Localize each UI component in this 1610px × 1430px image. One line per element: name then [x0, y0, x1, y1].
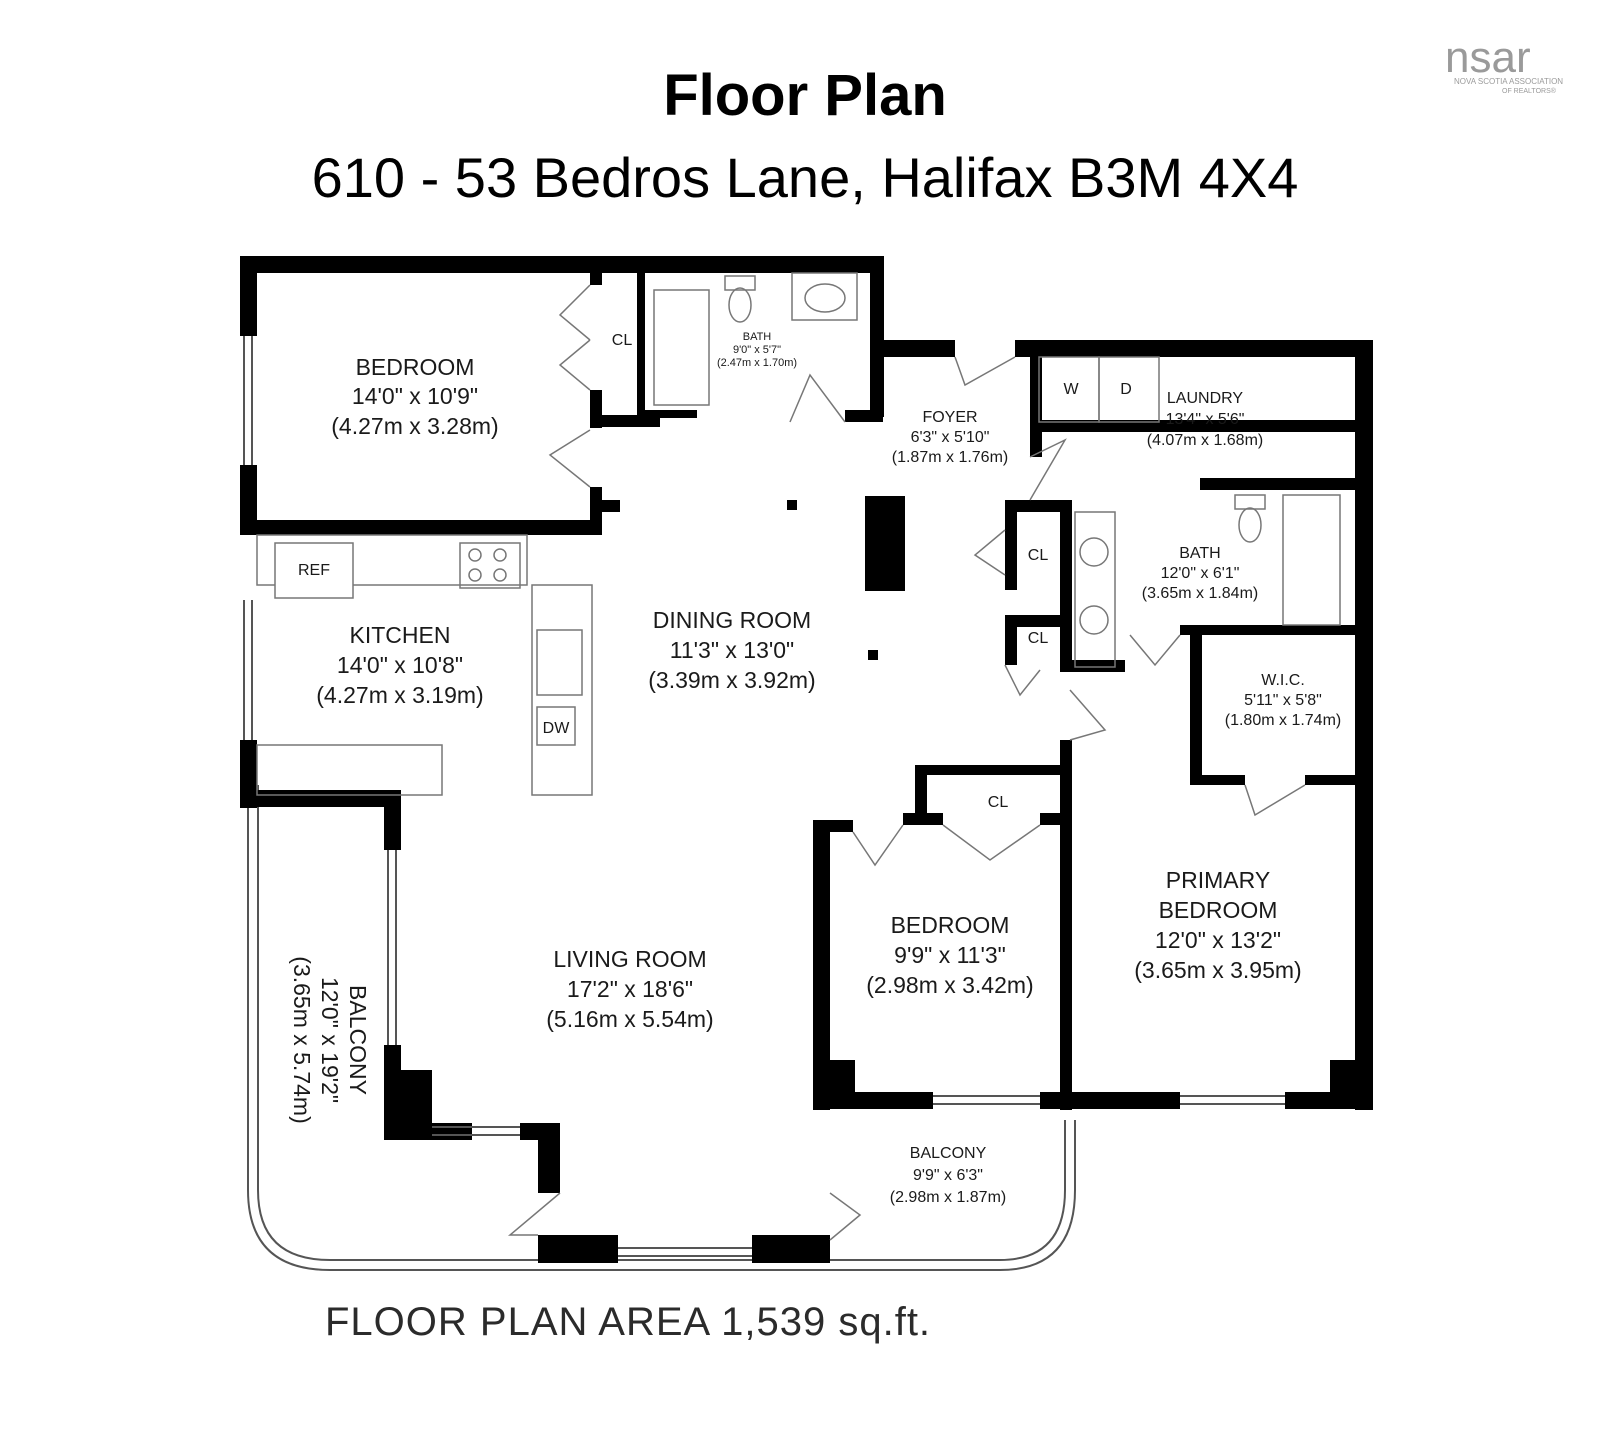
- door-swings: [507, 284, 1306, 1241]
- bath1-name: BATH: [743, 331, 772, 343]
- primary-name-2: BEDROOM: [1159, 897, 1278, 923]
- logo-wordmark: nsar: [1445, 33, 1531, 82]
- windows: [243, 336, 1285, 1257]
- closet-label-bedroom1: CL: [612, 332, 633, 349]
- living-name: LIVING ROOM: [553, 946, 706, 972]
- balcony-front-imperial: 9'9" x 6'3": [913, 1167, 983, 1184]
- laundry-imperial: 13'4" x 5'6": [1166, 411, 1245, 428]
- walls: [240, 256, 1373, 1263]
- closet-label-bedroom2: CL: [988, 794, 1009, 811]
- logo-tagline-1: NOVA SCOTIA ASSOCIATION: [1454, 77, 1563, 86]
- primary-metric: (3.65m x 3.95m): [1134, 957, 1301, 983]
- bath2-metric: (3.65m x 1.84m): [1142, 585, 1258, 602]
- foyer-metric: (1.87m x 1.76m): [892, 449, 1008, 466]
- page-title: Floor Plan: [663, 63, 947, 128]
- primary-imperial: 12'0" x 13'2": [1155, 927, 1281, 953]
- bedroom1-name: BEDROOM: [356, 354, 475, 380]
- fixture-labels: CL CL CL CL REF DW W D: [298, 332, 1132, 811]
- dw-label: DW: [543, 720, 571, 737]
- bedroom2-name: BEDROOM: [891, 912, 1010, 938]
- nsar-logo: nsar NOVA SCOTIA ASSOCIATION OF REALTORS…: [1440, 30, 1600, 105]
- room-labels: BEDROOM 14'0" x 10'9" (4.27m x 3.28m) BA…: [289, 331, 1341, 1206]
- washer-label: W: [1063, 381, 1079, 398]
- kitchen-imperial: 14'0" x 10'8": [337, 652, 463, 678]
- kitchen-metric: (4.27m x 3.19m): [316, 682, 483, 708]
- foyer-name: FOYER: [922, 409, 977, 426]
- dining-name: DINING ROOM: [653, 607, 811, 633]
- balcony-rail: [247, 785, 1076, 1271]
- wic-name: W.I.C.: [1261, 672, 1305, 689]
- floor-area-caption: FLOOR PLAN AREA 1,539 sq.ft.: [325, 1300, 932, 1344]
- wic-metric: (1.80m x 1.74m): [1225, 712, 1341, 729]
- living-metric: (5.16m x 5.54m): [546, 1006, 713, 1032]
- wic-imperial: 5'11" x 5'8": [1244, 692, 1322, 709]
- bedroom2-imperial: 9'9" x 11'3": [894, 942, 1006, 968]
- balcony-rail-inner: [257, 785, 1066, 1261]
- bath2-name: BATH: [1179, 545, 1220, 562]
- living-imperial: 17'2" x 18'6": [567, 976, 693, 1002]
- laundry-name: LAUNDRY: [1167, 390, 1244, 407]
- fixtures: [256, 272, 1341, 796]
- bedroom2-metric: (2.98m x 3.42m): [866, 972, 1033, 998]
- dining-metric: (3.39m x 3.92m): [648, 667, 815, 693]
- balcony-front-metric: (2.98m x 1.87m): [890, 1189, 1006, 1206]
- laundry-metric: (4.07m x 1.68m): [1147, 432, 1263, 449]
- foyer-imperial: 6'3" x 5'10": [911, 429, 990, 446]
- bath2-imperial: 12'0" x 6'1": [1161, 565, 1240, 582]
- balcony-front-name: BALCONY: [910, 1145, 987, 1162]
- closet-label-hall-2: CL: [1028, 630, 1049, 647]
- dining-imperial: 11'3" x 13'0": [670, 637, 794, 663]
- balcony-side-name: BALCONY: [345, 985, 371, 1095]
- balcony-side-metric: (3.65m x 5.74m): [289, 956, 315, 1123]
- bedroom1-imperial: 14'0" x 10'9": [352, 383, 478, 409]
- bedroom1-metric: (4.27m x 3.28m): [331, 413, 498, 439]
- primary-name-1: PRIMARY: [1166, 867, 1270, 893]
- interior-walls: [590, 273, 1373, 1110]
- bath1-imperial: 9'0" x 5'7": [733, 344, 781, 356]
- dryer-label: D: [1120, 381, 1132, 398]
- ref-label: REF: [298, 562, 330, 579]
- property-address: 610 - 53 Bedros Lane, Halifax B3M 4X4: [311, 146, 1299, 209]
- balcony-side-imperial: 12'0" x 19'2": [317, 977, 343, 1103]
- closet-label-hall-1: CL: [1028, 547, 1049, 564]
- bath1-metric: (2.47m x 1.70m): [717, 357, 797, 369]
- logo-tagline-2: OF REALTORS®: [1502, 87, 1557, 95]
- kitchen-name: KITCHEN: [350, 622, 451, 648]
